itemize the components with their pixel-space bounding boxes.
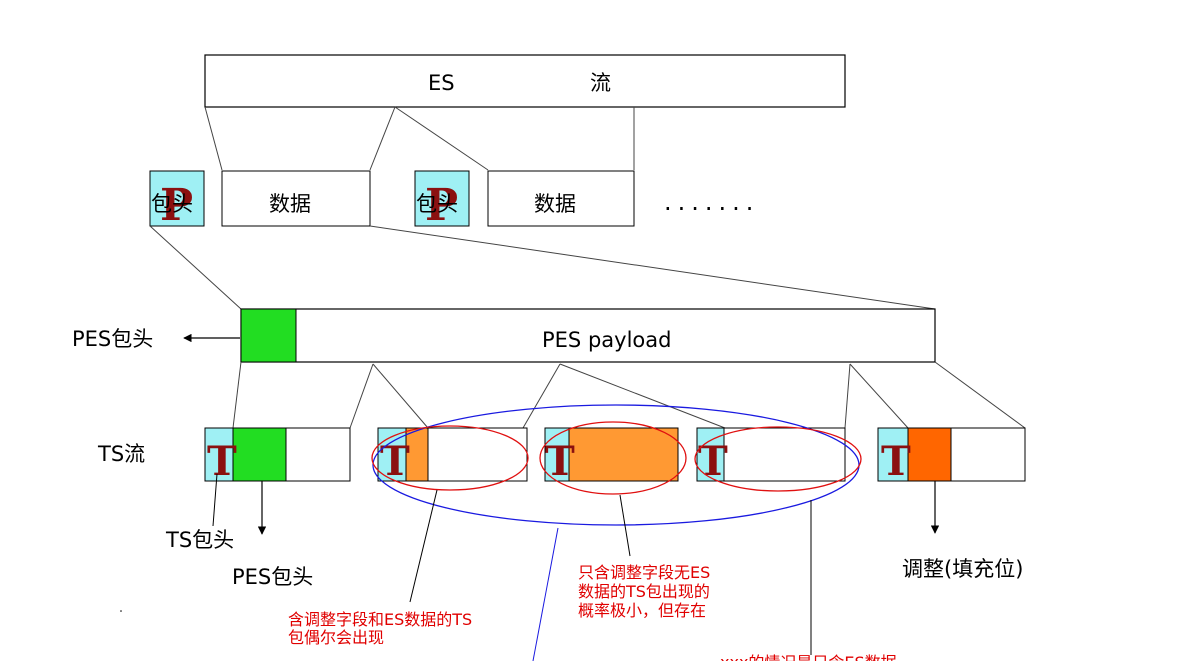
pes-data-label: 数据 [269,192,311,216]
pes-packet-1: P 包头 数据 [149,170,371,231]
note-leader-lines [409,489,812,661]
pes-data-label: 数据 [534,192,576,216]
pes-bar: PES payload PES包头 [72,308,936,363]
svg-text:概率极小，但存在: 概率极小，但存在 [578,601,706,620]
ts-stream-label: TS流 [97,442,145,466]
pes-header-text: 包头 [416,192,458,216]
ts-header-glyph-icon: T [545,438,575,485]
stray-dot [120,610,122,612]
pes-packet-2: P 包头 数据 [414,170,635,231]
svg-text:TS包头: TS包头 [165,528,234,552]
red-ellipse-adapt-only [539,421,687,495]
pes-header-block [240,308,297,363]
svg-text:PES包头: PES包头 [232,565,313,589]
ts-packet-3: T [544,427,679,485]
note-mixed-packet: 含调整字段和ES数据的TS 包偶尔会出现 [288,610,472,647]
ts-pes-header-callout: PES包头 [232,481,313,589]
note-adapt-only-packet: 只含调整字段无ES 数据的TS包出现的 概率极小，但存在 [578,563,710,620]
pes-payload-label: PES payload [542,328,671,352]
svg-text:含调整字段和ES数据的TS: 含调整字段和ES数据的TS [288,610,472,629]
ts-packet-1: T [204,427,351,485]
svg-text:调整(填充位): 调整(填充位) [902,557,1023,581]
ts-packet-4: T [696,427,846,485]
svg-text:数据的TS包出现的: 数据的TS包出现的 [578,582,710,601]
ts-header-callout: TS包头 [165,473,234,552]
pes-header-text: 包头 [151,192,193,216]
stream-label: 流 [590,71,611,95]
es-to-pes-lines [204,106,635,171]
padding-callout: 调整(填充位) [902,481,1023,581]
ellipsis: ....... [664,188,759,216]
pes-header-callout: PES包头 [72,327,153,351]
note-bottom-partial: xxx的情况是只含ES数据 [720,653,897,661]
pes-to-ts-lines [232,361,1026,429]
es-label: ES [428,71,455,95]
pes-header-glyph-icon: P [425,180,458,231]
svg-text:包偶尔会出现: 包偶尔会出现 [288,628,384,647]
ts-header-glyph-icon: T [881,438,911,485]
ts-packet-5: T [877,427,1026,485]
svg-text:只含调整字段无ES: 只含调整字段无ES [578,563,710,582]
red-ellipse-mixed [371,425,529,491]
ts-header-glyph-icon: T [207,438,237,485]
es-stream-bar: ES 流 [204,54,846,108]
ts-packet-2: T [377,427,528,485]
red-ellipse-es-only [694,426,862,492]
pes-to-bar-lines [149,225,936,310]
pes-header-glyph-icon: P [160,180,193,231]
ts-header-glyph-icon: T [380,438,410,485]
